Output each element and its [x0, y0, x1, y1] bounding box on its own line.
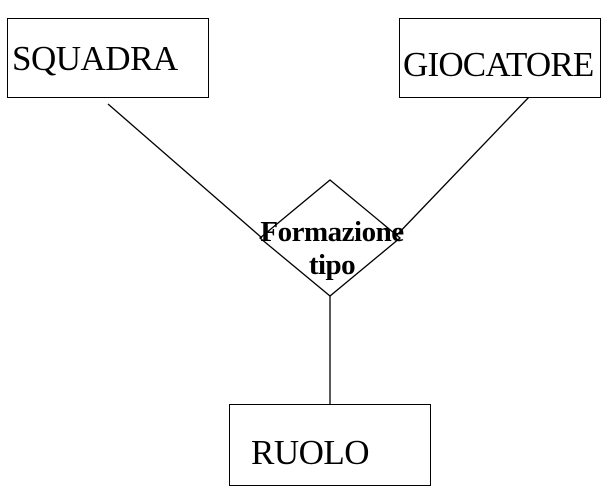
- relationship-label-line1: Formazione: [260, 216, 404, 248]
- entity-ruolo: RUOLO: [229, 404, 431, 486]
- relationship-label: Formazione tipo: [232, 216, 432, 282]
- relationship-diamond: [258, 179, 402, 297]
- entity-squadra-label: SQUADRA: [12, 39, 178, 78]
- entity-ruolo-label: RUOLO: [251, 433, 370, 472]
- connector-giocatore-relationship: [393, 95, 531, 239]
- entity-giocatore-label: GIOCATORE: [403, 45, 594, 84]
- entity-squadra: SQUADRA: [7, 18, 209, 98]
- relationship-label-line2: tipo: [308, 249, 356, 281]
- entity-giocatore: GIOCATORE: [399, 18, 601, 98]
- connector-squadra-relationship: [107, 103, 263, 239]
